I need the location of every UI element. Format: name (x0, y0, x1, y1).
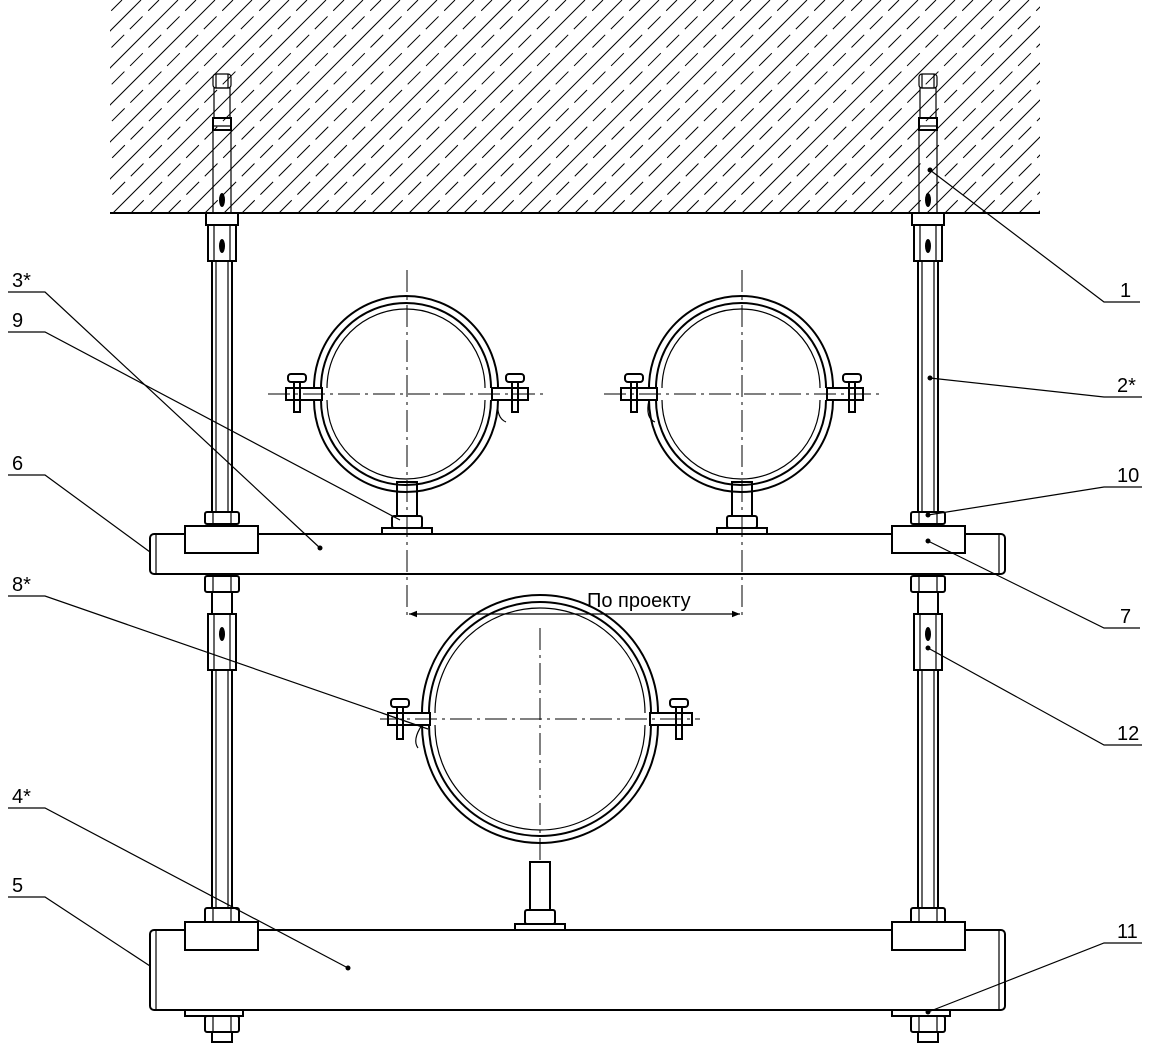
ceiling-hatch-dashed-line (796, 0, 1011, 213)
ceiling-hatch-line (149, 0, 364, 213)
ceiling-hatch-dashed-line (241, 0, 456, 213)
ceiling-hatch-line (482, 0, 697, 213)
ceiling-hatch-line (556, 0, 771, 213)
ceiling-hatch-dashed-line (574, 0, 789, 213)
callout-6: 6 (12, 453, 23, 475)
ceiling-hatch-line (445, 0, 660, 213)
callout-10: 10 (1117, 465, 1139, 487)
ceiling-hatch-line (0, 0, 30, 213)
ceiling-hatch-line (186, 0, 401, 213)
ceiling-hatch-line (297, 0, 512, 213)
ceiling-hatch-line (593, 0, 808, 213)
callout-5: 5 (12, 875, 23, 897)
ceiling-hatch-dashed-line (1130, 0, 1152, 213)
ceiling-hatch-dashed-line (110, 0, 197, 87)
ceiling-hatch-dashed-line (110, 0, 271, 161)
ceiling-hatch-line (704, 0, 919, 213)
ceiling-hatch-dashed-line (722, 0, 937, 213)
ceiling-hatch-line (1075, 0, 1152, 213)
callout-9: 9 (12, 310, 23, 332)
upper-channel (149, 525, 1006, 575)
ceiling-hatch-dashed-line (315, 0, 530, 213)
ceiling-hatch-line (0, 0, 104, 213)
ceiling-hatch-dashed-line (204, 0, 419, 213)
ceiling-slab (0, 0, 1152, 214)
ceiling-hatch-line (741, 0, 956, 213)
ceiling-hatch-dashed-line (0, 0, 11, 213)
ceiling-hatch-dashed-line (981, 154, 1040, 213)
ceiling-hatch-dashed-line (110, 0, 308, 198)
ceiling-hatch-dashed-line (110, 0, 234, 124)
ceiling-hatch-line (110, 0, 216, 106)
ceiling-hatch-line (112, 0, 327, 213)
ceiling-hatch-dashed-line (537, 0, 752, 213)
ceiling-hatch-line (1037, 210, 1040, 213)
ceiling-hatch-line (963, 136, 1040, 213)
ceiling-hatch-dashed-line (463, 0, 678, 213)
ceiling-hatch-dashed-line (870, 43, 1040, 213)
ceiling-hatch-line (519, 0, 734, 213)
ceiling-hatch-line (223, 0, 438, 213)
right-threaded-rod (910, 73, 946, 1043)
ceiling-hatch-line (1000, 173, 1040, 213)
ceiling-hatch-dashed-line (426, 0, 641, 213)
ceiling-hatch-dashed-line (759, 0, 974, 213)
callout-7: 7 (1120, 606, 1131, 628)
pipe-clamp-lower (387, 594, 693, 931)
lower-channel (149, 921, 1006, 1017)
left-threaded-rod (204, 73, 240, 1043)
ceiling-hatch-dashed-line (944, 117, 1040, 213)
ceiling-hatch-line (815, 0, 1030, 213)
callout-4: 4* (12, 786, 31, 808)
ceiling-hatch-dashed-line (389, 0, 604, 213)
ceiling-hatch-line (371, 0, 586, 213)
ceiling-hatch-dashed-line (907, 80, 1040, 213)
callout-11: 11 (1117, 921, 1138, 943)
ceiling-hatch-line (110, 0, 290, 180)
ceiling-hatch-line (260, 0, 475, 213)
ceiling-hatch-line (110, 0, 179, 69)
ceiling-hatch-dashed-line (685, 0, 900, 213)
ceiling-hatch-dashed-line (110, 0, 123, 13)
ceiling-hatch-dashed-line (352, 0, 567, 213)
ceiling-hatch-dashed-line (167, 0, 382, 213)
ceiling-hatch-dashed-line (1093, 0, 1152, 213)
ceiling-hatch-dashed-line (833, 6, 1040, 213)
ceiling-hatch-line (110, 0, 253, 143)
callouts: 1 2* 10 7 12 11 9 3* 6 8* (8, 167, 1142, 1015)
ceiling-hatch-dashed-line (0, 0, 85, 213)
callout-2: 2* (1117, 375, 1136, 397)
callout-1: 1 (1120, 280, 1131, 302)
ceiling-hatch-line (889, 62, 1040, 213)
ceiling-hatch-line (0, 0, 67, 213)
center-axes (268, 270, 882, 865)
ceiling-hatch-line (334, 0, 549, 213)
ceiling-hatch-dashed-line (0, 0, 48, 213)
ceiling-hatch-line (1112, 0, 1152, 213)
ceiling-hatch-dashed-line (648, 0, 863, 213)
ceiling-hatch-dashed-line (1018, 191, 1040, 213)
ceiling-hatch-dashed-line (110, 0, 160, 50)
ceiling-hatch-line (110, 0, 142, 32)
ceiling-hatch-line (667, 0, 882, 213)
ceiling-hatch-line (630, 0, 845, 213)
ceiling-hatch-line (778, 0, 993, 213)
ceiling-hatch-dashed-line (611, 0, 826, 213)
ceiling-hatch-line (926, 99, 1040, 213)
ceiling-hatch-dashed-line (278, 0, 493, 213)
ceiling-hatch-line (852, 25, 1040, 213)
callout-8: 8* (12, 574, 31, 596)
ceiling-hatch-dashed-line (1056, 0, 1152, 213)
ceiling-hatch-dashed-line (130, 0, 345, 213)
ceiling-hatch-line (408, 0, 623, 213)
dimension-text: По проекту (587, 590, 691, 612)
callout-3: 3* (12, 270, 31, 292)
callout-12: 12 (1117, 723, 1139, 745)
dimension-pipe-spacing: По проекту (409, 590, 740, 618)
ceiling-hatch-dashed-line (500, 0, 715, 213)
